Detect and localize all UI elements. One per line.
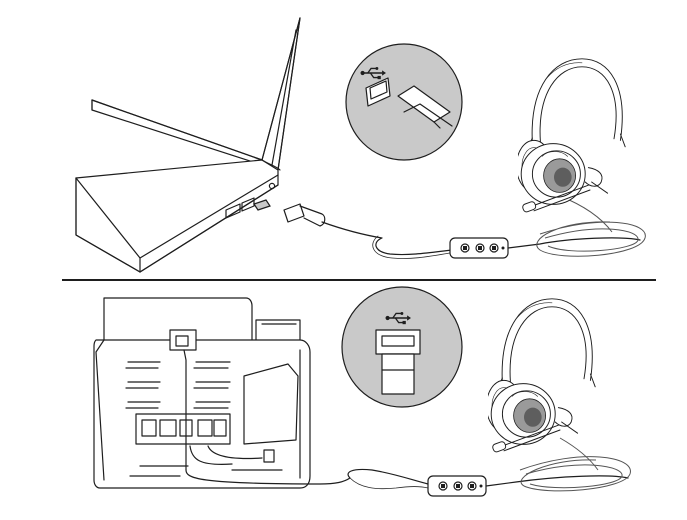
laptop-usb-port: [225, 182, 276, 219]
inline-controller-top: [449, 237, 509, 259]
headset-cable-bottom: [185, 468, 429, 485]
desk-phone-illustration: [93, 297, 311, 489]
usb-connection-inset-top: [345, 43, 463, 161]
headset-cable-top: [321, 221, 453, 256]
inline-controller-bottom: [427, 475, 487, 497]
headset-bottom: [488, 298, 596, 454]
usb-plug-top: [283, 203, 326, 227]
desk-phone-usb-port: [169, 329, 197, 471]
headset-top: [518, 58, 626, 214]
usb-connection-inset-bottom: [341, 286, 463, 408]
laptop-illustration: [75, 17, 301, 273]
